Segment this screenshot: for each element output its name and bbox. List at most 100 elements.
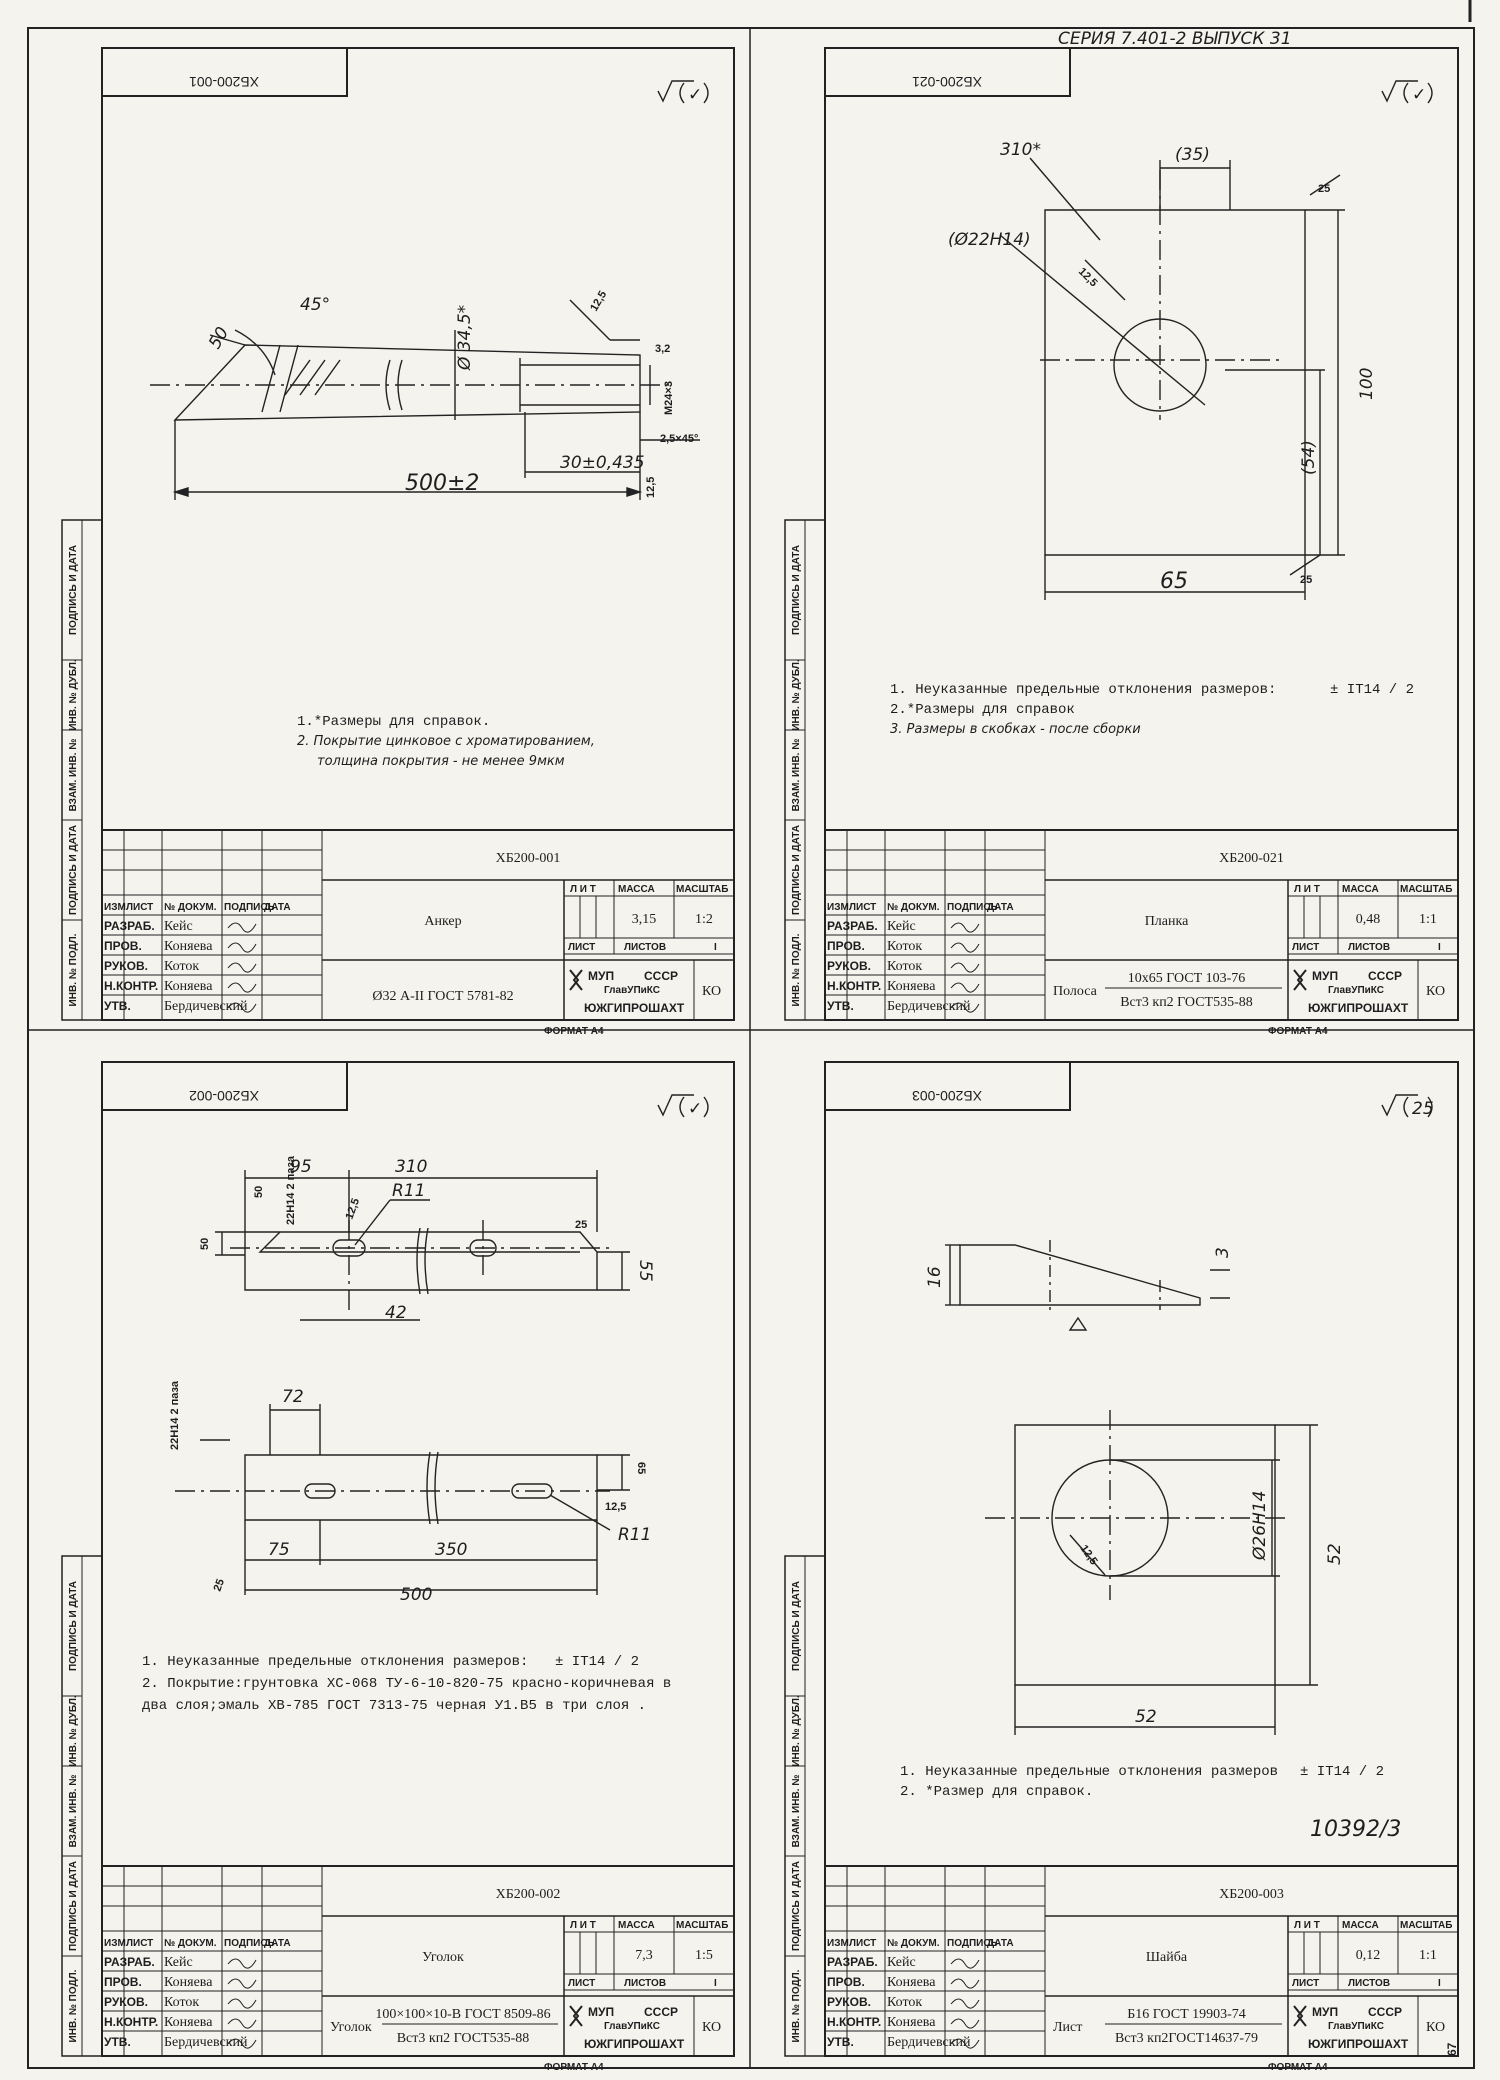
side-strip-label: ПОДПИСЬ И ДАТА (68, 825, 79, 915)
person-name: Коток (887, 1995, 922, 2010)
note-line: 2. Покрытие цинковое с хроматированием, (297, 734, 595, 749)
roughness-value: ✓ (688, 85, 702, 105)
title-block-header: ПОДПИСЬ (947, 1938, 998, 1949)
person-name: Коняева (164, 2015, 213, 2030)
title-block-header: ПОДПИСЬ (947, 902, 998, 913)
side-strip-label: ПОДПИСЬ И ДАТА (791, 1861, 802, 1951)
person-name: Коток (887, 939, 922, 954)
person-name: Кейс (887, 919, 916, 934)
format-label: ФОРМАТ А4 (1268, 1026, 1328, 1037)
title-block-header: ДАТА (264, 902, 291, 913)
svg-text:Ø26Н14: Ø26Н14 (1250, 1491, 1270, 1561)
org-institute: ЮЖГИПРОШАХТ (584, 1001, 685, 1015)
sheets-count: I (1438, 1978, 1441, 1989)
org-institute: ЮЖГИПРОШАХТ (1308, 1001, 1409, 1015)
title-block-header: ЛИСТ (849, 1938, 876, 1949)
svg-text:2,5×45°: 2,5×45° (660, 433, 698, 445)
title-block-header: ЛИСТ (126, 902, 153, 913)
signature (951, 2019, 979, 2028)
role-label: ПРОВ. (827, 1975, 865, 1989)
signature (951, 943, 979, 952)
code-box (825, 1062, 1070, 1110)
code-box (825, 48, 1070, 96)
role-label: РУКОВ. (104, 1995, 148, 2009)
role-label: РАЗРАБ. (104, 919, 155, 933)
roughness-mark-icon (658, 1095, 694, 1115)
document-code: ХБ200-002 (496, 1887, 561, 1902)
svg-text:310*: 310* (1000, 140, 1041, 160)
anchor-dims: 45° 50 Ø 34,5* 12,5 3,2 М24×3 2,5×45° 30… (205, 289, 698, 498)
person-name: Коток (164, 1995, 199, 2010)
svg-text:30±0,435: 30±0,435 (560, 453, 645, 473)
signature (951, 983, 979, 992)
role-label: РАЗРАБ. (827, 1955, 878, 1969)
tolerance-value: ± IT14 / 2 (1330, 682, 1414, 698)
roughness-mark-icon (658, 81, 694, 101)
org-code: КО (1426, 2020, 1445, 2035)
header-scale: МАСШТАБ (676, 1920, 728, 1931)
org-country: СССР (644, 969, 678, 983)
mirrored-code: ХБ200-001 (189, 74, 259, 90)
sheet-index: 67 (1445, 2042, 1459, 2056)
document-code: ХБ200-003 (1219, 1887, 1284, 1902)
svg-text:50: 50 (205, 324, 233, 353)
org-code: КО (702, 984, 721, 999)
header-mass: МАССА (618, 1920, 655, 1931)
tolerance-value: ± IT14 / 2 (1300, 1764, 1384, 1780)
signature (228, 2039, 256, 2048)
note-line: 1. Неуказанные предельные отклонения раз… (890, 682, 1276, 698)
svg-text:(Ø22Н14): (Ø22Н14) (948, 230, 1031, 250)
org-emblem-icon (570, 2006, 582, 2026)
signature (951, 1979, 979, 1988)
header-sheet: ЛИСТ (1292, 1978, 1319, 1989)
svg-text:R11: R11 (618, 1525, 651, 1545)
title-block-header: ДАТА (264, 1938, 291, 1949)
role-label: Н.КОНТР. (104, 979, 158, 993)
role-label: УТВ. (104, 2035, 131, 2049)
document-code: ХБ200-021 (1219, 851, 1284, 866)
header-scale: МАСШТАБ (1400, 1920, 1452, 1931)
org-name: МУП (1312, 969, 1338, 983)
side-strip-label: ВЗАМ. ИНВ. № (791, 739, 802, 812)
material-grade: Вст3 кп2ГОСТ14637-79 (1115, 2031, 1258, 2046)
svg-text:310: 310 (395, 1157, 427, 1177)
org-country: СССР (1368, 2005, 1402, 2019)
title-block-header: № ДОКУМ. (164, 1938, 217, 1949)
org-dept: ГлавУПиКС (604, 985, 660, 996)
washer-drawing (945, 1240, 1318, 1735)
sheet-frame (825, 1062, 1458, 2056)
svg-text:3,2: 3,2 (655, 343, 670, 355)
person-name: Коняева (164, 979, 213, 994)
signature (228, 2019, 256, 2028)
svg-text:Ø 34,5*: Ø 34,5* (455, 305, 475, 371)
title-block-header: № ДОКУМ. (887, 902, 940, 913)
side-strip-label: ИНВ. № ДУБЛ. (68, 659, 79, 731)
sheet-frame (825, 48, 1458, 1020)
person-name: Коток (164, 959, 199, 974)
signature (228, 1003, 256, 1012)
side-strip-label: ВЗАМ. ИНВ. № (68, 739, 79, 812)
role-label: ПРОВ. (104, 939, 142, 953)
material-spec: 10х65 ГОСТ 103-76 (1128, 971, 1246, 986)
title-block-header: № ДОКУМ. (887, 1938, 940, 1949)
signature (228, 1979, 256, 1988)
person-name: Коняева (887, 979, 936, 994)
header-sheet: ЛИСТ (1292, 942, 1319, 953)
header-mass: МАССА (618, 884, 655, 895)
note-line: 2. *Размер для справок. (900, 1784, 1093, 1800)
side-strip-label: ВЗАМ. ИНВ. № (68, 1775, 79, 1848)
org-country: СССР (644, 2005, 678, 2019)
org-institute: ЮЖГИПРОШАХТ (584, 2037, 685, 2051)
mass-value: 3,15 (632, 912, 657, 927)
part-name: Уголок (422, 1950, 464, 1965)
side-strip-label: ПОДПИСЬ И ДАТА (68, 545, 79, 635)
svg-text:25: 25 (1300, 574, 1312, 586)
signature (951, 1999, 979, 2008)
side-strip-label: ПОДПИСЬ И ДАТА (68, 1581, 79, 1671)
header-sheet: ЛИСТ (568, 942, 595, 953)
